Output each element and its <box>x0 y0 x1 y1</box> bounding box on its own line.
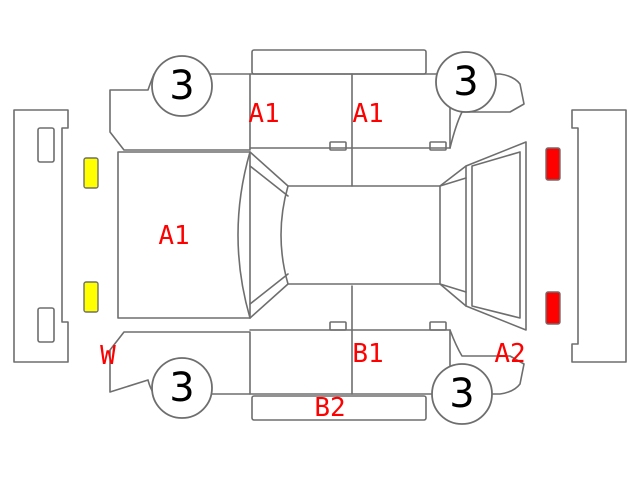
wheel-rear-right: 3 <box>431 363 493 425</box>
wheel-front-right-value: 3 <box>169 365 194 411</box>
wheel-rear-left-value: 3 <box>453 59 478 105</box>
front-lamp-bottom <box>83 281 99 313</box>
rear-bumper <box>571 109 627 363</box>
front-bumper <box>13 109 69 363</box>
wheel-front-left-value: 3 <box>169 63 194 109</box>
wheel-rear-right-value: 3 <box>449 371 474 417</box>
top-view-body <box>117 141 527 331</box>
code-lower-rear-door: B1 <box>352 339 383 369</box>
front-lamp-top <box>83 157 99 189</box>
wheel-rear-left: 3 <box>435 51 497 113</box>
rear-lamp-bottom <box>545 291 561 325</box>
code-upper-front-door: A1 <box>248 99 279 129</box>
wheel-front-left: 3 <box>151 55 213 117</box>
code-hood: A1 <box>158 221 189 251</box>
wheel-front-right: 3 <box>151 357 213 419</box>
code-rocker-lower: B2 <box>314 393 345 423</box>
code-front-lower: W <box>100 341 116 371</box>
code-upper-rear-door: A1 <box>352 99 383 129</box>
rear-lamp-top <box>545 147 561 181</box>
code-rear-lower: A2 <box>494 339 525 369</box>
